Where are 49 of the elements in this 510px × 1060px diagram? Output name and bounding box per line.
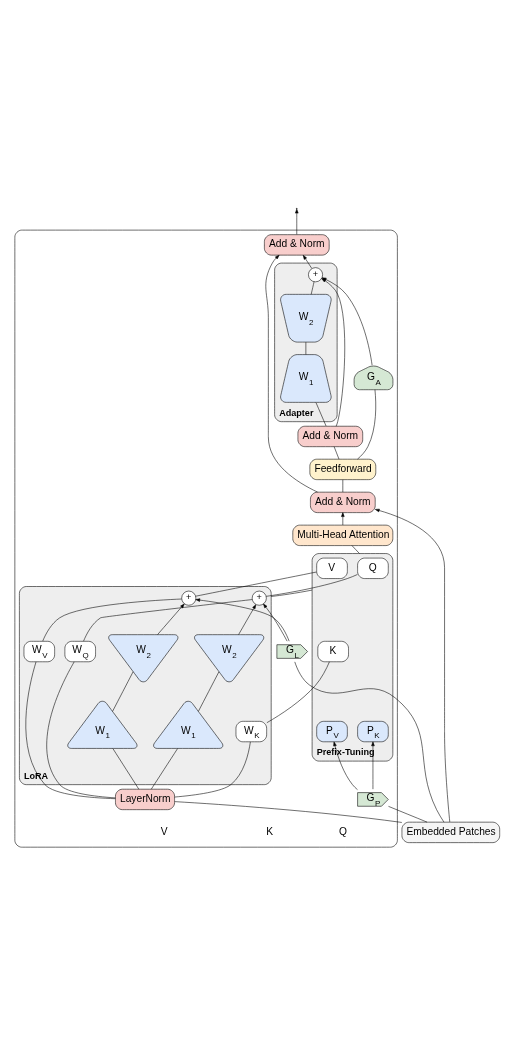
connector — [174, 801, 403, 823]
arrow — [371, 741, 375, 790]
node-box: Embedded Patches — [401, 821, 500, 843]
node-box: V — [316, 557, 348, 579]
connector — [270, 589, 313, 597]
arrow — [157, 603, 185, 635]
node-circle: + — [181, 590, 197, 606]
connector — [265, 574, 358, 597]
node-circle: + — [251, 590, 267, 606]
connector — [83, 599, 253, 642]
cluster — [14, 229, 398, 848]
node-box: P$_{V}$ — [316, 721, 348, 743]
node-circle: + — [308, 267, 323, 283]
node-box: W$_{Q}$ — [64, 641, 96, 663]
arrow — [341, 512, 345, 526]
node-box: Q — [357, 557, 389, 579]
arrow — [321, 278, 346, 427]
node-box: Multi-Head Attention — [292, 524, 394, 546]
node-box: Add & Norm — [264, 234, 330, 256]
arrow — [302, 255, 313, 269]
label: V — [160, 825, 168, 837]
connector — [315, 402, 327, 427]
connector — [46, 661, 116, 799]
node-box: W$_{V}$ — [23, 641, 55, 663]
arrow — [195, 598, 290, 642]
node-box: Add & Norm — [297, 425, 363, 447]
connector — [195, 571, 317, 597]
node-box: P$_{K}$ — [357, 721, 389, 743]
arrow — [295, 208, 299, 235]
arrow — [333, 741, 358, 790]
arrow — [263, 603, 288, 642]
connector — [351, 545, 360, 554]
node-box: W$_{K}$ — [235, 721, 267, 743]
connector — [266, 661, 330, 723]
arrow — [375, 508, 451, 823]
connector — [25, 661, 116, 799]
label: K — [266, 825, 274, 837]
node-box: LayerNorm — [115, 788, 175, 810]
arrow — [265, 254, 318, 493]
connector — [174, 741, 251, 798]
connector — [112, 748, 140, 790]
arrow — [321, 277, 373, 366]
node-box: Add & Norm — [310, 491, 376, 513]
node-box: K — [317, 641, 349, 663]
node-box: Feedforward — [309, 458, 377, 480]
arrow — [238, 604, 257, 635]
label: Q — [339, 825, 348, 837]
connector — [294, 661, 445, 823]
connector — [151, 748, 178, 790]
